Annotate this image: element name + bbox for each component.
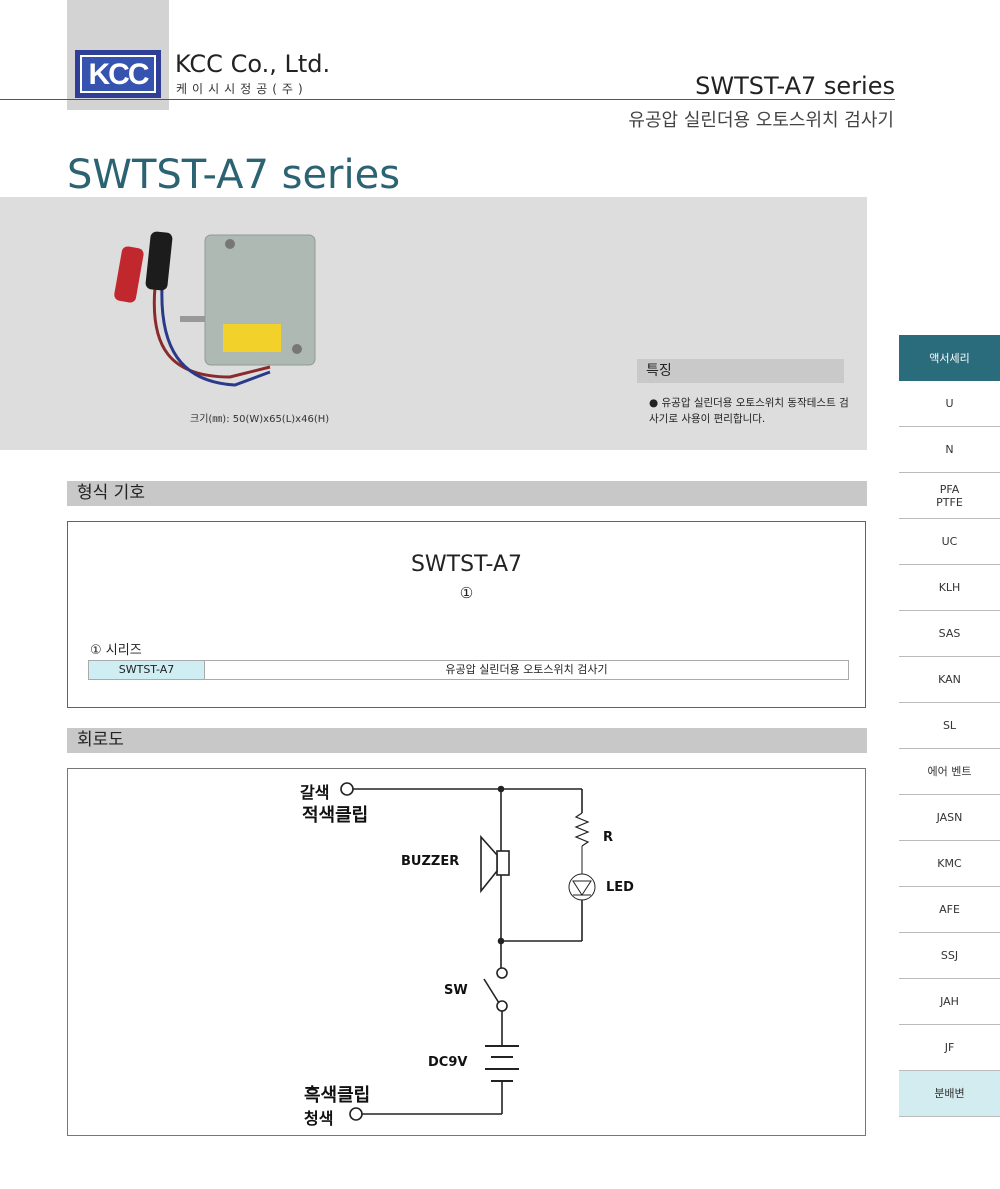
circuit-wires — [340, 782, 596, 1121]
sidebar-item-uc[interactable]: UC — [899, 519, 1000, 565]
sidebar-item-u[interactable]: U — [899, 381, 1000, 427]
series-label: ① 시리즈 — [90, 643, 142, 658]
features-heading: 특징 — [637, 359, 844, 383]
label-led: LED — [606, 880, 634, 895]
header-divider — [0, 99, 895, 100]
sidebar-item-jasn[interactable]: JASN — [899, 795, 1000, 841]
kcc-logo: KCC — [75, 50, 161, 98]
sidebar-item-afe[interactable]: AFE — [899, 887, 1000, 933]
label-brown: 갈색 — [300, 783, 330, 802]
sidebar-item-klh[interactable]: KLH — [899, 565, 1000, 611]
sidebar-nav: 액서세리 U N PFA PTFE UC KLH SAS KAN SL 에어 벤… — [899, 335, 1000, 1117]
model-marker: ① — [459, 584, 474, 602]
sidebar-item-kan[interactable]: KAN — [899, 657, 1000, 703]
label-r: R — [603, 830, 614, 845]
header-subtitle: 유공압 실린더용 오토스위치 검사기 — [628, 110, 894, 131]
model-code-box: SWTST-A7 ① ① 시리즈 SWTST-A7 유공압 실린더용 오토스위치… — [67, 521, 866, 708]
product-size: 크기(㎜): 50(W)x65(L)x46(H) — [190, 414, 330, 425]
sidebar-item-jah[interactable]: JAH — [899, 979, 1000, 1025]
sidebar-item-sl[interactable]: SL — [899, 703, 1000, 749]
features-text: ● 유공압 실린더용 오토스위치 동작테스트 검사기로 사용이 편리합니다. — [649, 397, 849, 425]
label-blue: 청색 — [304, 1109, 334, 1128]
product-panel: 크기(㎜): 50(W)x65(L)x46(H) — [0, 197, 867, 450]
page-title: SWTST-A7 series — [67, 152, 401, 198]
label-red-clip: 적색클립 — [302, 805, 369, 826]
company-name-kr: 케이시시정공(주) — [176, 82, 308, 96]
sidebar-item-kmc[interactable]: KMC — [899, 841, 1000, 887]
sidebar-item-air-vent[interactable]: 에어 벤트 — [899, 749, 1000, 795]
circuit-diagram: 갈색 적색클립 BUZZER R LED SW DC9V 흑색클립 청색 — [67, 768, 866, 1136]
sidebar-item-accessory[interactable]: 액서세리 — [899, 335, 1000, 381]
sidebar-item-sas[interactable]: SAS — [899, 611, 1000, 657]
sidebar-item-pfa-ptfe[interactable]: PFA PTFE — [899, 473, 1000, 519]
sidebar-item-manifold[interactable]: 분배변 — [899, 1071, 1000, 1117]
model-code: SWTST-A7 — [410, 552, 523, 577]
table-row: SWTST-A7 유공압 실린더용 오토스위치 검사기 — [88, 660, 849, 680]
circuit-section-heading: 회로도 — [67, 728, 867, 753]
series-desc-cell: 유공압 실린더용 오토스위치 검사기 — [445, 663, 608, 676]
sidebar-item-ssj[interactable]: SSJ — [899, 933, 1000, 979]
label-buzzer: BUZZER — [401, 854, 460, 869]
label-black-clip: 흑색클립 — [304, 1085, 371, 1106]
header-series: SWTST-A7 series — [695, 72, 895, 100]
logo-text: KCC — [80, 55, 156, 93]
label-dc9v: DC9V — [428, 1055, 468, 1070]
model-section-heading: 형식 기호 — [67, 481, 867, 506]
sidebar-item-jf[interactable]: JF — [899, 1025, 1000, 1071]
product-image — [114, 231, 316, 387]
series-code-cell: SWTST-A7 — [89, 661, 205, 679]
sidebar-item-n[interactable]: N — [899, 427, 1000, 473]
label-sw: SW — [444, 983, 468, 998]
company-name: KCC Co., Ltd. — [175, 50, 331, 78]
